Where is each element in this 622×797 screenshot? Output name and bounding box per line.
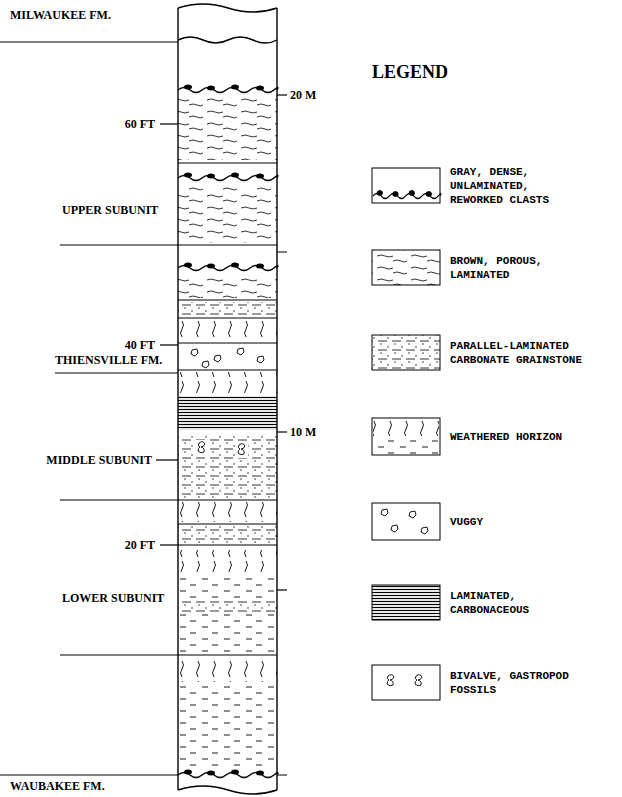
column-label: 40 FT: [125, 338, 155, 352]
column-label: 20 FT: [125, 538, 155, 552]
legend-heading: LEGEND: [372, 62, 448, 82]
column-label: WAUBAKEE FM.: [10, 779, 105, 793]
column-label: THIENSVILLE FM.: [55, 353, 162, 367]
column-label: 60 FT: [125, 117, 155, 131]
legend-text: WEATHERED HORIZON: [450, 430, 585, 444]
legend-text: BIVALVE, GASTROPOD FOSSILS: [450, 669, 585, 697]
column-label: MIDDLE SUBUNIT: [46, 453, 152, 467]
column-outline: [178, 4, 277, 794]
scale-ticks: [0, 42, 287, 775]
column-label: LOWER SUBUNIT: [62, 591, 164, 605]
legend-text: BROWN, POROUS, LAMINATED: [450, 254, 585, 282]
column-label: UPPER SUBUNIT: [62, 203, 158, 217]
column-label: 10 M: [290, 425, 316, 439]
column-label: MILWAUKEE FM.: [10, 8, 111, 22]
legend-text: GRAY, DENSE, UNLAMINATED, REWORKED CLAST…: [450, 165, 585, 207]
column-label: 20 M: [290, 88, 316, 102]
legend-swatches: [372, 168, 441, 700]
legend-text: LAMINATED, CARBONACEOUS: [450, 589, 585, 617]
legend-text: PARALLEL-LAMINATED CARBONATE GRAINSTONE: [450, 339, 585, 367]
column-layers: [178, 37, 278, 778]
legend-text: VUGGY: [450, 515, 585, 529]
